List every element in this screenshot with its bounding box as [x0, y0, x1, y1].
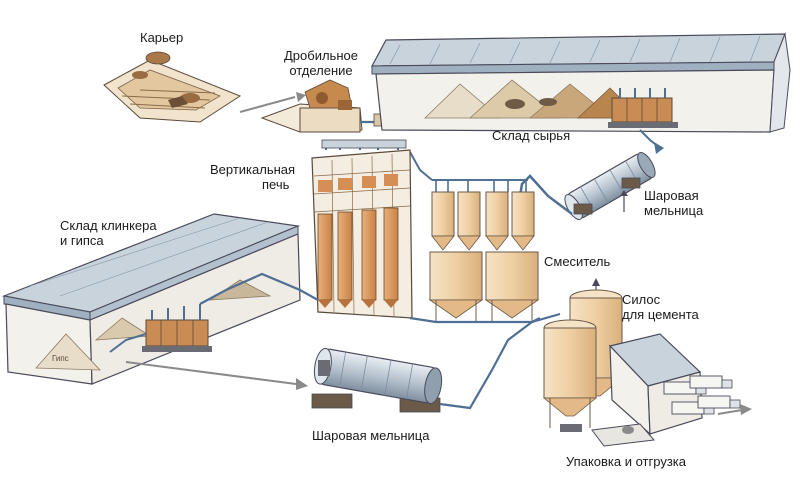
label-kiln: Вертикальная печь	[210, 162, 295, 192]
label-cement-silo-line2: для цемента	[622, 307, 699, 322]
label-crusher: Дробильное отделение	[276, 48, 366, 78]
label-crusher-line2: отделение	[289, 63, 353, 78]
pipe-mill-cement-silo	[439, 312, 561, 410]
quarry	[103, 51, 242, 123]
label-clinker-line2: и гипса	[60, 233, 104, 248]
label-kiln-line1: Вертикальная	[210, 162, 296, 177]
label-kiln-line2: печь	[262, 177, 290, 192]
label-gypsum-pile: Гипс	[52, 354, 69, 363]
label-crusher-line1: Дробильное	[284, 48, 358, 63]
vertical-kiln	[311, 139, 413, 319]
flow-arrow-clinker-mill	[125, 361, 308, 390]
label-clinker-storage: Склад клинкера и гипса	[60, 218, 157, 248]
mixer-silos	[428, 179, 540, 322]
label-ball-mill-top-line1: Шаровая	[644, 188, 699, 203]
raw-material-warehouse	[370, 32, 791, 133]
label-cement-silo-line1: Силос	[622, 292, 661, 307]
pipe-kiln-mixer-bottom	[409, 316, 541, 324]
truck-4	[697, 395, 741, 409]
ball-mill-bottom	[311, 347, 443, 413]
truck-1	[663, 381, 707, 395]
shipping-arrow	[717, 404, 752, 415]
label-ball-mill-top-line2: мельница	[644, 203, 704, 218]
conveyor-storage-mill	[639, 129, 664, 154]
pipe-mixer-kiln	[409, 151, 433, 181]
label-mixer: Смеситель	[544, 254, 611, 269]
truck-2	[689, 375, 733, 389]
label-ball-mill-bottom: Шаровая мельница	[312, 428, 430, 443]
packing-shipping-building	[591, 333, 752, 447]
label-ball-mill-top: Шаровая мельница	[644, 188, 703, 218]
crusher-building	[260, 79, 363, 133]
clinker-gypsum-warehouse	[1, 213, 319, 385]
pipe-mill-mixer	[518, 174, 573, 215]
label-clinker-line1: Склад клинкера	[60, 218, 157, 233]
label-raw-storage: Склад сырья	[492, 128, 571, 143]
label-quarry: Карьер	[140, 30, 184, 45]
label-packing-shipping: Упаковка и отгрузка	[566, 454, 686, 469]
flow-arrow-quarry-crusher	[239, 92, 306, 113]
ball-mill-top	[564, 152, 656, 220]
label-cement-silo: Силос для цемента	[622, 292, 699, 322]
